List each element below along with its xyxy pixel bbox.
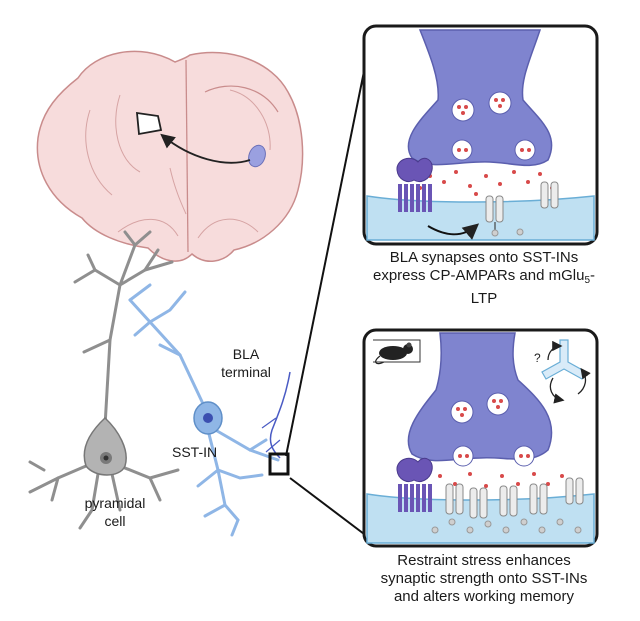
sst-in-label: SST-IN	[172, 444, 218, 460]
bottom-calcium-ions	[431, 518, 582, 534]
bottom-ampa-receptors	[445, 477, 584, 519]
brain-section	[36, 50, 304, 262]
top-caption-line-2-prefix: express CP-AMPARs and mGlu	[372, 267, 585, 284]
zoom-line-bottom	[289, 477, 373, 541]
pyramidal-cell-label: pyramidal cell	[60, 494, 170, 530]
maze-question-mark: ?	[534, 351, 541, 365]
top-insertion-arrow	[427, 223, 480, 240]
bottom-caption-line-3: and alters working memory	[393, 588, 575, 605]
synapse-zoom-box	[268, 452, 290, 476]
bla-label-line-1: BLA	[232, 346, 260, 362]
pyramidal-soma	[83, 416, 127, 476]
top-panel-caption: BLA synapses onto SST-INs express CP-AMP…	[366, 249, 602, 308]
brain-cortex-fold-left-2	[115, 94, 141, 173]
brain-lower-lobe-left	[117, 218, 179, 237]
bottom-caption-line-1: Restraint stress enhances	[397, 552, 571, 569]
brain-ventricle	[169, 167, 187, 215]
top-presynaptic-terminal	[407, 29, 553, 167]
top-mglu5-receptor	[396, 157, 433, 212]
bla-region	[248, 144, 266, 168]
brain-cortex-fold-right	[229, 89, 271, 151]
top-caption-subscript: 5	[584, 275, 590, 286]
bottom-synapse-panel: ?	[362, 328, 599, 548]
top-caption-line-2: express CP-AMPARs and mGlu5-LTP	[366, 267, 602, 308]
top-synapse-panel	[362, 24, 599, 246]
top-ampa-receptor-inserting	[485, 195, 524, 237]
bla-label-line-2: terminal	[221, 364, 271, 380]
top-caption-line-1: BLA synapses onto SST-INs	[389, 249, 579, 266]
bottom-presynaptic-terminal	[407, 332, 553, 462]
pyramidal-label-line-2: cell	[104, 513, 126, 529]
mpfc-region-outline	[135, 111, 163, 136]
bla-axon	[269, 371, 291, 459]
bottom-mglu5-receptor	[396, 457, 433, 512]
sst-interneuron	[128, 283, 280, 537]
pyramidal-cell	[28, 230, 180, 530]
brain-lower-lobe-right	[197, 218, 259, 239]
bottom-panel-caption: Restraint stress enhances synaptic stren…	[356, 552, 612, 606]
brain-outline	[36, 50, 304, 262]
brain-cortex-fold-left	[85, 109, 113, 196]
pyramidal-label-line-1: pyramidal	[84, 495, 146, 511]
bottom-caption-line-2: synaptic strength onto SST-INs	[380, 570, 588, 587]
projection-arrow	[160, 133, 251, 164]
mouse-icon	[373, 339, 421, 365]
brain-midline	[185, 59, 189, 253]
y-maze-icon: ?	[534, 339, 591, 404]
bla-terminal-label: BLA terminal	[216, 345, 276, 381]
top-ampa-receptor-surface	[540, 181, 559, 209]
bla-axon-branch	[261, 417, 281, 453]
top-caption-line-2-suffix: -LTP	[470, 267, 595, 307]
sst-nucleus	[203, 413, 213, 423]
zoom-line-top	[285, 31, 373, 457]
pyramidal-nucleolus	[103, 455, 109, 461]
brain-hippocampus	[204, 85, 279, 113]
